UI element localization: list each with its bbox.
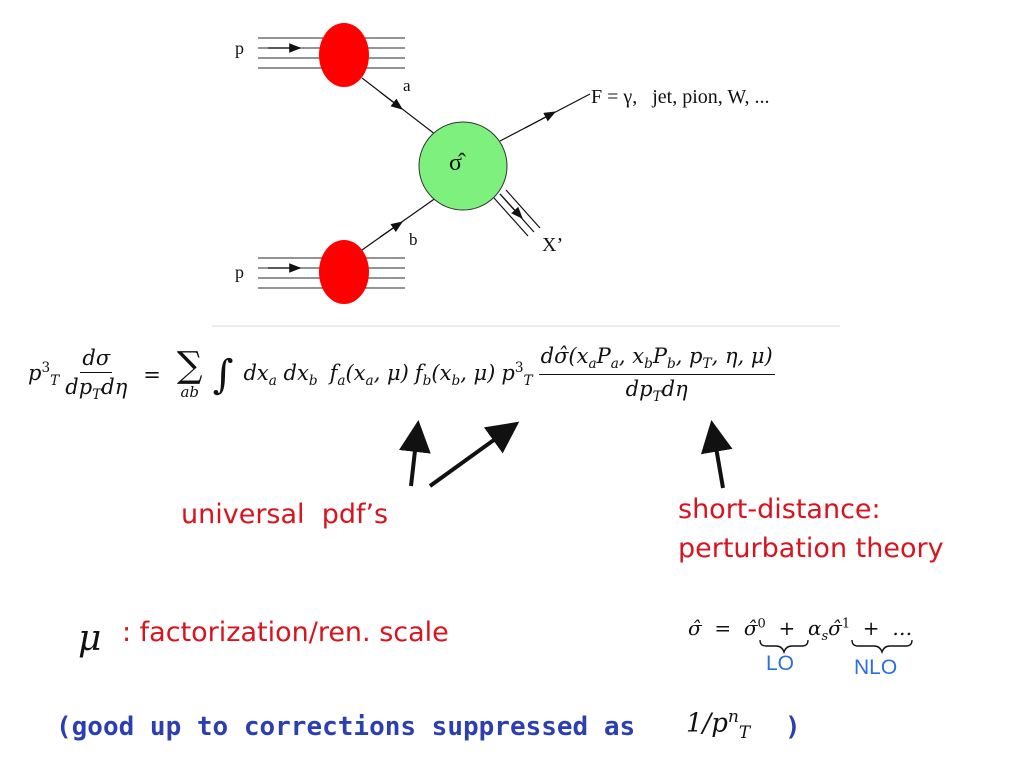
nlo-brace [851, 639, 913, 655]
rhs-fraction: dσ̂(xaPa, xbPb, pT, η, μ) dpTdη [538, 344, 775, 406]
lo-label: LO [766, 652, 795, 675]
hard-part-arrow [700, 420, 733, 489]
perturbative-expansion: σ̂ = σ̂0 + αsσ̂1 + … [688, 616, 913, 644]
parton-a-label: a [403, 76, 411, 95]
hard-xsec-label: σ̂ [449, 150, 462, 176]
lhs-prefactor: p3T [28, 360, 60, 390]
proton-top-blob [319, 23, 369, 87]
pdf-a: fa(xa, μ) [329, 360, 409, 389]
sum-symbol: ∑ ab [176, 344, 203, 401]
power-correction: 1/pnT [686, 706, 751, 742]
rhs-prefactor: p3T [501, 360, 533, 390]
proton-bottom-label: p [235, 262, 244, 282]
remnant-label: X’ [542, 234, 564, 256]
integration-measure: dxa dxb [243, 360, 318, 389]
integral-symbol: ∫ [212, 351, 234, 398]
mu-symbol: μ [78, 618, 102, 659]
proton-bottom-blob [319, 240, 369, 304]
lo-brace [759, 639, 809, 655]
factorization-formula: p3T dσ dpTdη = ∑ ab ∫ dxa dxb fa(xa, μ) … [28, 344, 775, 405]
lhs-fraction: dσ dpTdη [65, 346, 128, 404]
corrections-note: (good up to corrections suppressed as [56, 712, 636, 742]
pdf-a-arrow [398, 420, 431, 487]
parton-b-label: b [409, 230, 418, 249]
equals-sign: = [143, 362, 161, 387]
scale-label: : factorization/ren. scale [122, 617, 449, 648]
proton-top-label: p [235, 38, 244, 58]
short-distance-label: short-distance: [678, 494, 881, 525]
nlo-label: NLO [854, 656, 898, 679]
final-state-label: F = γ, jet, pion, W, ... [591, 86, 770, 108]
factorization-diagram [212, 23, 840, 327]
pdf-b-arrow [428, 421, 520, 488]
universal-pdfs-label: universal pdf’s [181, 499, 389, 530]
corrections-close: ) [785, 712, 801, 742]
hard-scattering-blob [418, 121, 508, 211]
perturbation-theory-label: perturbation theory [678, 533, 944, 564]
pdf-b: fb(xb, μ) [414, 360, 496, 389]
